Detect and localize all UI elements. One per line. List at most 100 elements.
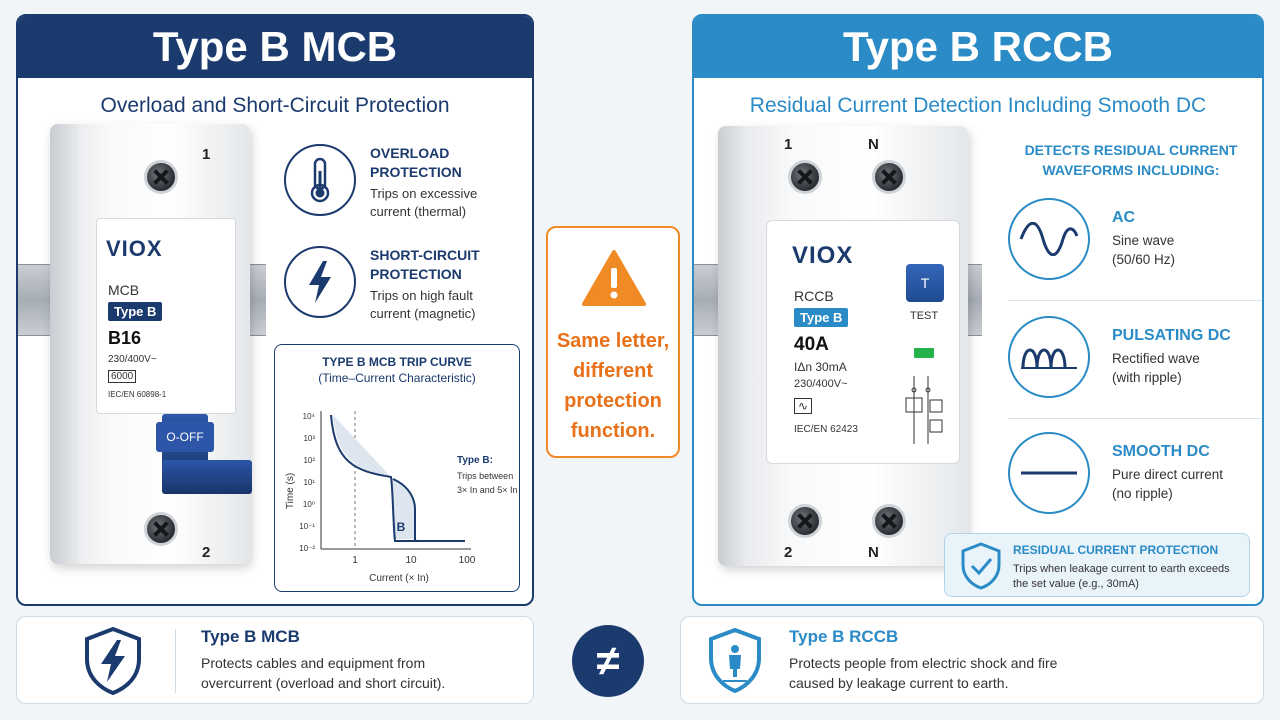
waveforms-heading-line1: DETECTS RESIDUAL CURRENT (1024, 142, 1238, 158)
shield-check-icon (961, 542, 1001, 590)
terminal-label-bottom-right: N (868, 544, 879, 561)
screw-icon (788, 504, 822, 538)
pulsating-dc-title: PULSATING DC (1112, 327, 1231, 344)
y-tick: 10³ (303, 434, 315, 443)
status-indicator (914, 348, 934, 358)
thermometer-icon (284, 144, 356, 216)
x-tick: 10 (405, 555, 417, 566)
toggle-handle[interactable] (162, 460, 252, 494)
rccb-summary-desc-line1: Protects people from electric shock and … (789, 655, 1058, 671)
mcb-summary-desc-line2: overcurrent (overload and short circuit)… (201, 675, 446, 691)
screw-icon (872, 160, 906, 194)
sine-wave-icon (1008, 198, 1090, 280)
device-side (718, 126, 744, 566)
overload-desc-line1: Trips on excessive (370, 186, 478, 201)
short-circuit-title-line1: SHORT-CIRCUIT (370, 247, 480, 263)
y-tick: 10⁴ (303, 412, 316, 421)
trip-curve-subtitle: (Time–Current Characteristic) (318, 371, 476, 385)
trip-curve-ylabel: Time (s) (285, 473, 296, 509)
y-tick: 10¹ (303, 478, 315, 487)
overload-desc-line2: current (thermal) (370, 204, 467, 219)
mcb-rating: B16 (108, 328, 142, 348)
screw-icon (788, 160, 822, 194)
warning-icon (582, 250, 646, 306)
trip-curve-line-upper (392, 478, 416, 541)
mcb-voltage: 230/400V~ (108, 354, 157, 365)
x-tick: 1 (352, 555, 358, 566)
y-tick: 10⁻² (299, 544, 315, 553)
short-circuit-desc-line1: Trips on high fault (370, 288, 473, 303)
residual-current-protection-box: RESIDUAL CURRENT PROTECTION Trips when l… (944, 533, 1250, 597)
y-tick: 10⁰ (303, 500, 315, 509)
trip-region-label: B (397, 520, 406, 534)
test-button[interactable]: T (906, 264, 944, 302)
smooth-dc-icon (1008, 432, 1090, 514)
rccb-panel: Type B RCCB Residual Current Detection I… (692, 14, 1264, 606)
pulsating-dc-icon (1008, 316, 1090, 398)
rccb-summary-desc-line2: caused by leakage current to earth. (789, 675, 1009, 691)
rccb-voltage: 230/400V~ (794, 378, 848, 390)
waveform-divider (1008, 300, 1262, 301)
device-side (50, 124, 78, 564)
rcp-desc: Trips when leakage current to earth exce… (1013, 563, 1230, 590)
rccb-device: 1 N VIOX RCCB Type B 40A IΔn 30mA 230/40… (718, 126, 968, 566)
rccb-title: Type B RCCB (694, 16, 1262, 78)
rccb-subtitle: Residual Current Detection Including Smo… (749, 94, 1207, 117)
mcb-subtitle: Overload and Short-Circuit Protection (100, 94, 450, 117)
waveform-smooth-dc: SMOOTH DC Pure direct current (no ripple… (1008, 432, 1254, 514)
ac-desc-line1: Sine wave (1112, 233, 1175, 248)
lightning-icon (284, 246, 356, 318)
mcb-brand-logo: VIOX (106, 236, 163, 261)
trip-note-line1: Trips between (457, 471, 513, 481)
feature-short-circuit: SHORT-CIRCUIT PROTECTION Trips on high f… (284, 246, 480, 323)
y-tick: 10⁻¹ (299, 522, 315, 531)
circuit-diagram-icon (905, 376, 943, 444)
mcb-standard: IEC/EN 60898-1 (108, 390, 167, 399)
trip-band (333, 415, 419, 541)
mcb-device: 1 VIOX MCB Type B B16 230/400V~ 6000 IEC… (50, 124, 252, 564)
mcb-summary-card: Type B MCB Protects cables and equipment… (16, 616, 534, 704)
comparison-line4: function. (570, 420, 656, 442)
short-circuit-desc-line2: current (magnetic) (370, 306, 476, 321)
comparison-line3: protection (564, 390, 662, 412)
y-tick: 10² (303, 456, 315, 465)
comparison-text: Same letter, different protection functi… (548, 326, 678, 446)
shield-person-icon (709, 627, 761, 694)
mcb-breaking-capacity: 6000 (108, 370, 137, 383)
overload-title-line2: PROTECTION (370, 164, 462, 180)
ac-desc-line2: (50/60 Hz) (1112, 252, 1176, 267)
mcb-type-tag: Type B (108, 302, 163, 321)
smooth-dc-desc-line2: (no ripple) (1112, 486, 1173, 501)
waveform-ac: AC Sine wave (50/60 Hz) (1008, 198, 1254, 280)
trip-curve-title: TYPE B MCB TRIP CURVE (322, 355, 472, 369)
terminal-label-bottom-left: 2 (784, 544, 793, 561)
waveform-divider (1008, 418, 1262, 419)
mcb-kind: MCB (108, 282, 140, 298)
pulsating-dc-desc-line1: Rectified wave (1112, 351, 1200, 366)
waveform-pulsating-dc: PULSATING DC Rectified wave (with ripple… (1008, 316, 1254, 398)
not-equal-icon: ≠ (572, 625, 644, 697)
trip-curve-line (330, 414, 465, 542)
comparison-line2: different (573, 360, 653, 382)
x-tick: 100 (459, 555, 476, 566)
rccb-kind: RCCB (794, 288, 834, 304)
rccb-sensitivity: IΔn 30mA (794, 360, 847, 374)
trip-curve-xlabel: Current (× In) (369, 573, 429, 584)
mcb-panel: Type B MCB Overload and Short-Circuit Pr… (16, 14, 534, 606)
rccb-type-tag: Type B (794, 308, 849, 327)
trip-curve-chart: Time (s) 10⁴ 10³ 10² 10¹ 10⁰ 10⁻¹ 10⁻² B… (285, 411, 518, 584)
rccb-summary-title: Type B RCCB (789, 627, 899, 646)
comparison-line1: Same letter, (556, 330, 670, 352)
toggle-label: O-OFF (156, 422, 214, 452)
comparison-note: Same letter, different protection functi… (546, 226, 680, 458)
terminal-label-top-right: N (868, 136, 879, 153)
ac-title: AC (1112, 209, 1136, 226)
rccb-brand-logo: VIOX (792, 242, 854, 269)
screw-icon (872, 504, 906, 538)
waveform-symbol-icon: ∿ (794, 398, 813, 414)
trip-note-line2: 3× In and 5× In (457, 485, 518, 495)
waveforms-heading: DETECTS RESIDUAL CURRENT WAVEFORMS INCLU… (1008, 140, 1254, 180)
screw-icon (144, 512, 178, 546)
mcb-summary-desc-line1: Protects cables and equipment from (201, 655, 426, 671)
